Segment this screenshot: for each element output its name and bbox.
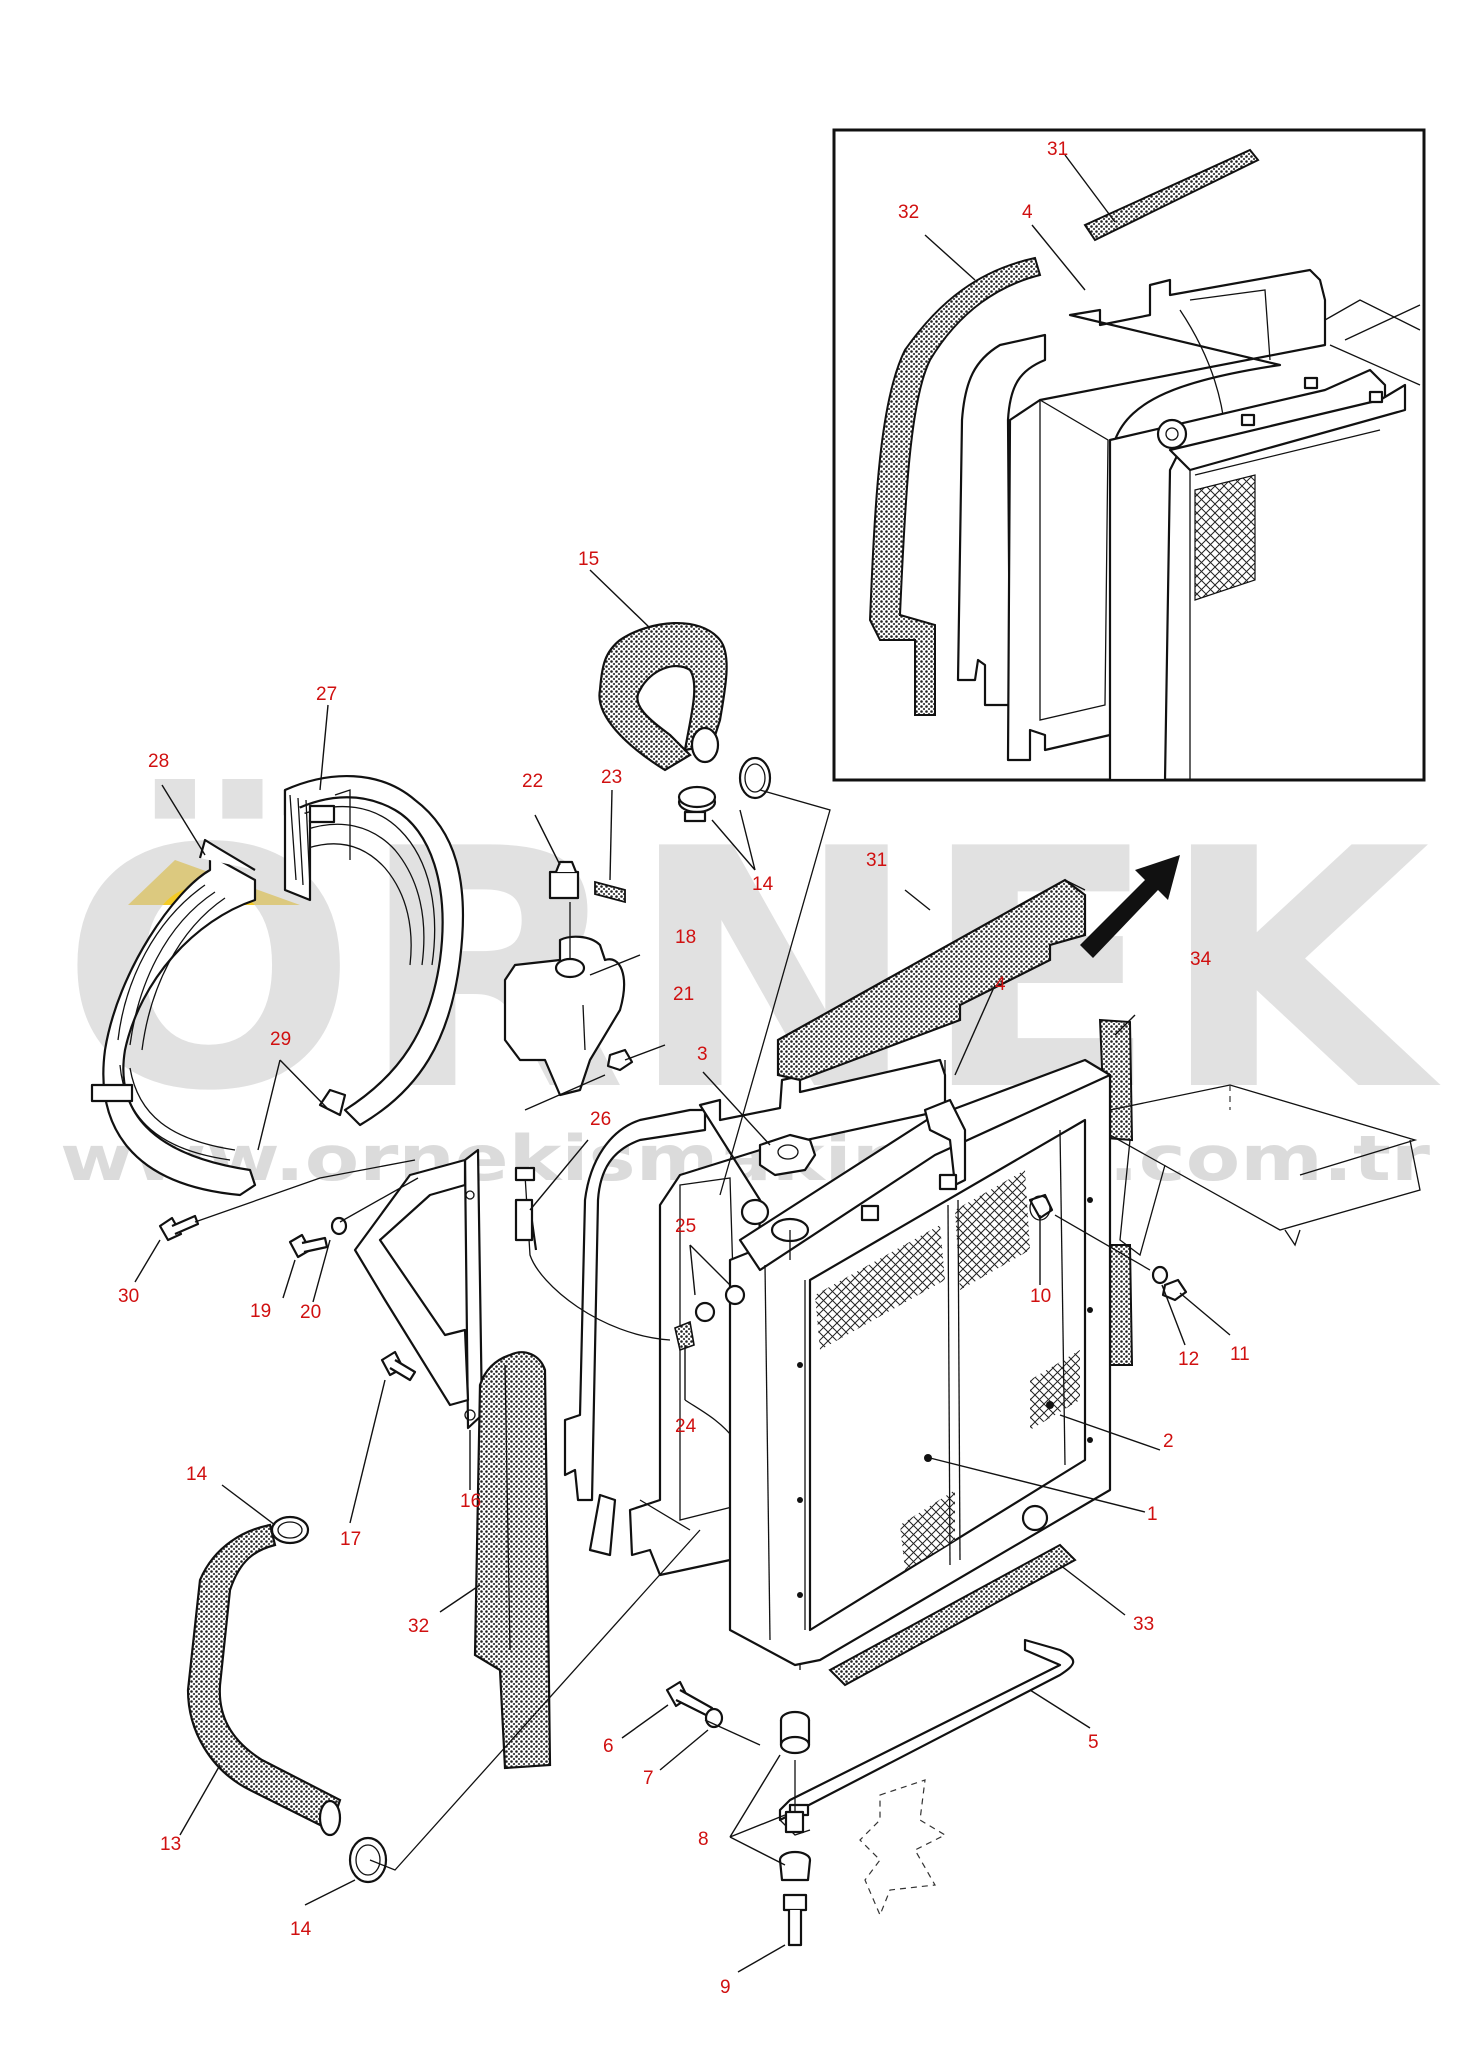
hose-13-end [318, 1799, 342, 1837]
callout-26: 26 [590, 1109, 611, 1130]
callout-25: 25 [675, 1216, 696, 1237]
watermark-brand: ÖRNEK [60, 776, 1443, 1163]
washer-12 [1151, 1265, 1169, 1285]
expansion-tank-18 [503, 935, 625, 1097]
bracket-16 [353, 1148, 484, 1430]
nut-21 [606, 1048, 634, 1072]
inset-radiator-top-tank [1168, 383, 1407, 472]
inset-shroud-panel [956, 333, 1047, 707]
callout-3: 3 [697, 1044, 708, 1065]
radiator-bracket-top [923, 1098, 967, 1187]
washer-20 [330, 1216, 348, 1236]
plug-23 [594, 880, 626, 904]
assembly-lines [194, 789, 1151, 1871]
clip-24 [674, 1320, 695, 1352]
side-panel-ghost [1109, 1084, 1421, 1257]
callout-7: 7 [643, 1768, 654, 1789]
fan-shroud-ring-28 [90, 838, 257, 1197]
callout-6: 6 [603, 1736, 614, 1757]
callout-5: 5 [1088, 1732, 1099, 1753]
bolt-19 [288, 1233, 329, 1259]
clips-25 [694, 1284, 746, 1323]
leader-lines [134, 154, 1231, 1973]
inset-boss-1 [1240, 413, 1256, 427]
expansion-cap-22 [548, 860, 580, 900]
inset-seal-31 [1083, 148, 1260, 242]
radiator-mesh-left [815, 1225, 945, 1350]
radiator-mesh-center [955, 1170, 1030, 1290]
callout-2: 2 [1163, 1431, 1174, 1452]
inset-boss-2 [1303, 376, 1319, 390]
outlet-stub [1021, 1504, 1049, 1532]
callout-14-top: 14 [752, 874, 774, 895]
bolt-30 [158, 1214, 200, 1242]
callout-24: 24 [675, 1416, 697, 1437]
radiator-1 [728, 1058, 1112, 1670]
seal-33 [828, 1543, 1077, 1687]
arrow-up-right-icon [1080, 855, 1180, 958]
mounts-8 [778, 1710, 812, 1882]
callout-32-inset: 32 [898, 202, 919, 223]
callout-4-inset: 4 [1022, 202, 1033, 223]
hose-15-end [690, 726, 720, 764]
callout-32: 32 [408, 1616, 429, 1637]
hose-clamps-14-top [677, 756, 772, 823]
hose-13 [186, 1523, 342, 1832]
radiator-cap-3 [758, 1133, 817, 1177]
callout-34: 34 [1190, 949, 1212, 970]
callout-9: 9 [720, 1977, 731, 1998]
callout-11: 11 [1230, 1344, 1250, 1365]
inset-filler-cap [1156, 418, 1188, 450]
callouts: 31 32 4 15 27 28 29 22 23 14 18 21 3 26 … [118, 139, 1250, 1998]
callout-28: 28 [148, 751, 169, 772]
callout-19: 19 [250, 1301, 271, 1322]
inset-detail [832, 128, 1426, 782]
fan-shroud-ring-27 [283, 774, 465, 1127]
overflow-hose-26 [514, 1166, 671, 1341]
callout-8: 8 [698, 1829, 709, 1850]
seal-31 [776, 878, 1087, 1082]
callout-31-inset: 31 [1047, 139, 1068, 160]
bolt-9 [782, 1893, 808, 1947]
callout-13: 13 [160, 1834, 181, 1855]
radiator-mesh-bottom [900, 1490, 955, 1570]
radiator-mesh-right [1030, 1350, 1080, 1430]
callout-27: 27 [316, 684, 337, 705]
strap-5 [778, 1638, 1075, 1822]
callout-14-bottom: 14 [290, 1919, 312, 1940]
inset-baffle-inner [1039, 398, 1109, 721]
inset-mesh [1194, 474, 1256, 601]
callout-16: 16 [460, 1491, 481, 1512]
callout-15: 15 [578, 549, 599, 570]
callout-31: 31 [866, 850, 887, 871]
mount-plate-ghost [859, 1779, 947, 1917]
callout-23: 23 [601, 767, 622, 788]
seal-32 [473, 1351, 552, 1770]
fan-shroud-main [563, 1108, 707, 1557]
inset-seal-32 [868, 256, 1042, 716]
bolt-6 [665, 1680, 714, 1718]
callout-29: 29 [270, 1029, 291, 1050]
callout-20: 20 [300, 1302, 321, 1323]
callout-1: 1 [1147, 1504, 1158, 1525]
callout-12: 12 [1178, 1349, 1199, 1370]
nut-11 [1161, 1278, 1188, 1302]
inset-boss-3 [1368, 390, 1384, 404]
callout-10: 10 [1030, 1286, 1051, 1307]
callout-30: 30 [118, 1286, 139, 1307]
callout-14-left: 14 [186, 1464, 208, 1485]
callout-17: 17 [340, 1529, 361, 1550]
callout-21: 21 [673, 984, 694, 1005]
callout-22: 22 [522, 771, 543, 792]
sender-10 [1028, 1193, 1054, 1221]
hose-clamps-14-lower [270, 1515, 388, 1884]
callout-33: 33 [1133, 1614, 1154, 1635]
callout-4: 4 [995, 974, 1006, 995]
bolt-17 [380, 1350, 417, 1382]
callout-18: 18 [675, 927, 696, 948]
